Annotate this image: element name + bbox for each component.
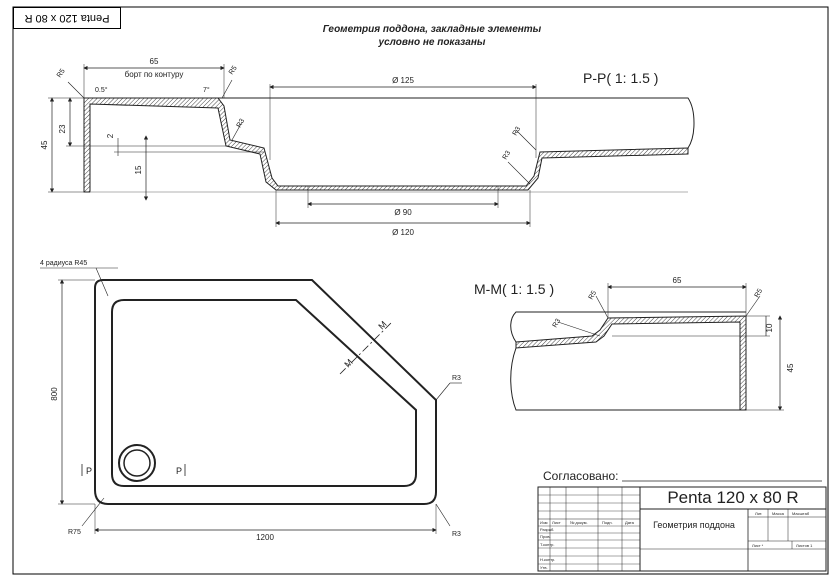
tb-col-ndok: № докум. <box>570 520 588 525</box>
plan-view: 4 радиуса R45 M M P P 800 1200 R75 R3 R3 <box>40 260 462 542</box>
r3-c-label: R3 <box>502 150 513 161</box>
angle-05-label: 0.5° <box>95 86 108 94</box>
dim-d90-label: Ø 90 <box>394 208 412 217</box>
cut-m-label-top: M <box>376 319 388 331</box>
dim-m45-label: 45 <box>786 363 795 372</box>
tb-col-data: Дата <box>625 520 635 525</box>
tb-col-list: Лист <box>552 520 561 525</box>
dim-d125-label: Ø 125 <box>392 76 414 85</box>
angle-7-label: 7° <box>203 86 210 94</box>
tb-sheets: Листов 1 <box>796 543 813 548</box>
radius-note: 4 радиуса R45 <box>40 260 87 267</box>
tb-doc-title: Геометрия поддона <box>653 520 735 530</box>
tb-row-razrab: Разраб. <box>540 527 554 532</box>
tb-lit: Лит. <box>755 511 762 516</box>
approval-label: Согласовано: <box>543 469 619 483</box>
dim-15-label: 15 <box>134 165 143 174</box>
cut-m-label-bottom: M <box>342 357 354 369</box>
section-p-title: P-P( 1: 1.5 ) <box>583 70 658 86</box>
dim-45-label: 45 <box>40 140 49 149</box>
tb-row-utv: Утв. <box>540 565 548 570</box>
section-m-profile <box>515 315 747 411</box>
r5-b-label: R5 <box>228 65 239 76</box>
dim-2-label: 2 <box>106 133 115 138</box>
tb-col-podp: Подп. <box>602 520 613 525</box>
cut-p-label-left: P <box>86 466 92 476</box>
section-m-view: M-M( 1: 1.5 ) 65 10 45 R5 R5 R3 <box>474 276 795 411</box>
dim-1200-label: 1200 <box>256 533 274 542</box>
cut-p-label-right: P <box>176 466 182 476</box>
section-p-profile <box>83 97 689 193</box>
dim-65-label: 65 <box>150 57 159 66</box>
section-m-title: M-M( 1: 1.5 ) <box>474 281 554 297</box>
tb-sheet: Лист ⁿ <box>752 543 764 548</box>
drain-outer <box>118 444 156 482</box>
title-block: Изм Лист № докум. Подп. Дата Разраб. Про… <box>537 486 827 572</box>
dim-800-label: 800 <box>50 387 59 401</box>
cut-m-line <box>339 321 393 375</box>
section-p-break-edge <box>218 97 695 149</box>
stamp-text: Penta 120 x 80 R <box>24 12 110 24</box>
m-r5-b-label: R5 <box>754 288 765 299</box>
note-line-1: Геометрия поддона, закладные элементы <box>323 24 542 35</box>
tb-row-nkontr: Н.контр. <box>540 557 555 562</box>
tb-col-izm: Изм <box>540 520 548 525</box>
tb-row-prov: Пров. <box>540 534 551 539</box>
tray-outline <box>94 279 437 505</box>
stamp-tag: Penta 120 x 80 R <box>13 7 121 29</box>
tray-inner-outline <box>111 299 417 487</box>
tb-row-tkontr: Т.контр. <box>540 542 555 547</box>
section-p-view: 65 борт по контуру 0.5° 7° R5 R5 R3 Ø 12… <box>40 57 695 237</box>
tb-product: Penta 120 x 80 R <box>667 488 798 507</box>
dim-m10-label: 10 <box>765 323 774 332</box>
r75-label: R75 <box>68 529 81 536</box>
dim-d120-label: Ø 120 <box>392 228 414 237</box>
tb-massa: Масса <box>772 511 785 516</box>
m-r5-a-label: R5 <box>588 290 599 301</box>
r3-bottom-label: R3 <box>452 531 461 538</box>
r3-right-label: R3 <box>452 375 461 382</box>
sheet-frame <box>12 6 829 575</box>
dim-65-note: борт по контуру <box>125 70 184 79</box>
tb-masshtab: Масштаб <box>792 511 810 516</box>
dim-23-label: 23 <box>58 124 67 133</box>
drain-inner <box>123 449 151 477</box>
r5-a-label: R5 <box>56 68 67 79</box>
dim-m65-label: 65 <box>673 276 682 285</box>
m-r3-label: R3 <box>552 318 563 329</box>
note-line-2: условно не показаны <box>378 37 486 48</box>
